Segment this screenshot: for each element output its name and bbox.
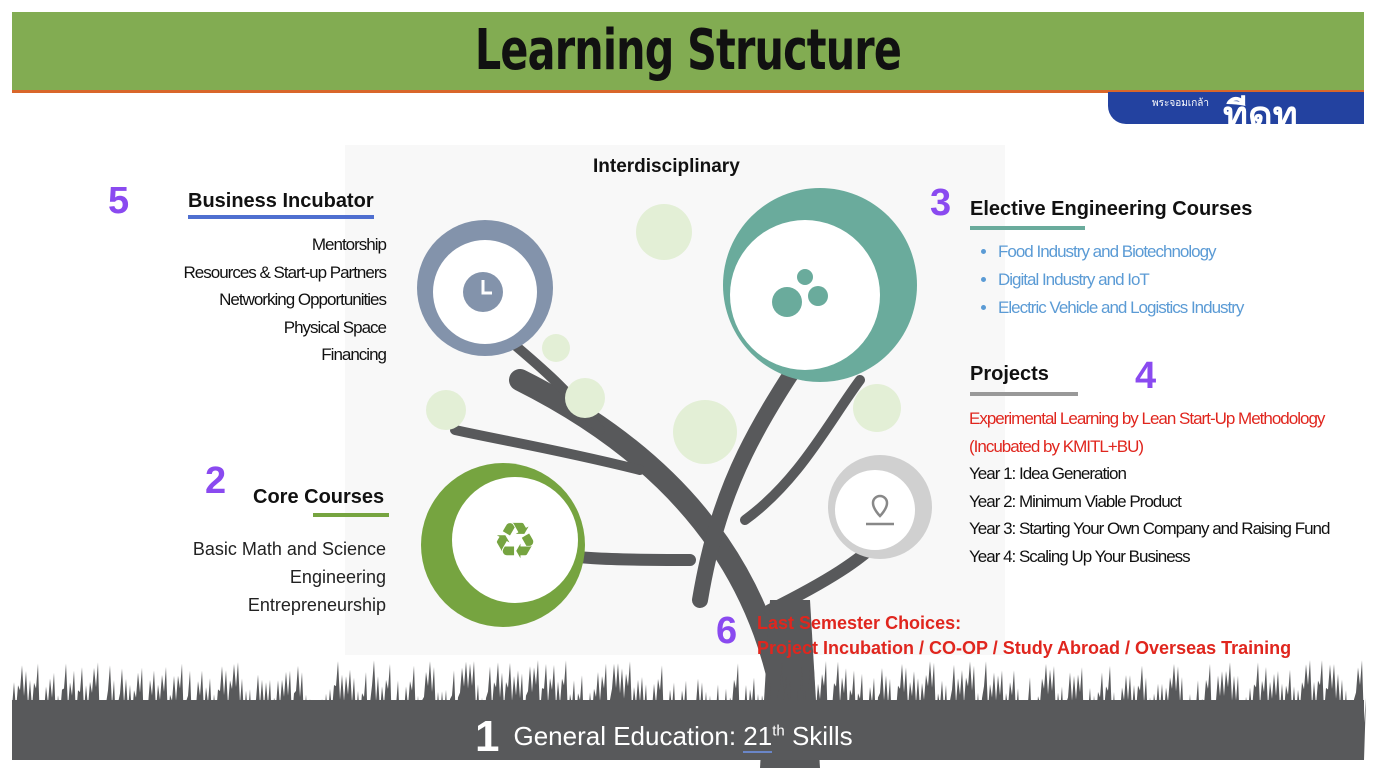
decor-bubbles <box>426 204 901 464</box>
recycle-icon: ♻ <box>493 513 538 569</box>
map-pin-icon <box>866 494 894 526</box>
general-suffix: Skills <box>784 721 853 751</box>
number-5: 5 <box>108 180 130 222</box>
general-education: 1 General Education: 21th Skills <box>475 712 853 762</box>
number-4: 4 <box>1135 355 1157 397</box>
list-item: Food Industry and Biotechnology <box>998 238 1243 266</box>
last-semester: Last Semester Choices: Project Incubation… <box>757 611 1291 661</box>
list-item: Basic Math and Science <box>192 539 386 559</box>
general-text: General Education: <box>513 721 744 751</box>
circle-business <box>417 220 553 356</box>
list-item: Entrepreneurship <box>247 595 386 615</box>
list-item: Year 4: Scaling Up Your Business <box>969 546 1191 566</box>
logo-brand: ทีดท <box>1223 95 1298 124</box>
elective-underline <box>970 226 1085 230</box>
elective-items: Food Industry and BiotechnologyDigital I… <box>976 238 1244 322</box>
project-method: Experimental Learning by Lean Start-Up M… <box>969 409 1325 428</box>
number-1: 1 <box>475 712 500 761</box>
title-banner: Learning Structure <box>12 12 1364 93</box>
list-item: Digital Industry and IoT <box>998 266 1243 294</box>
gears-icon <box>772 269 828 317</box>
ground <box>12 700 1364 760</box>
projects-heading: Projects <box>970 363 1049 385</box>
projects-underline <box>970 392 1078 396</box>
ordinal-suffix: th <box>772 722 785 740</box>
list-item: Financing <box>321 345 387 364</box>
number-3: 3 <box>930 182 952 224</box>
list-item: Networking Opportunities <box>219 290 387 309</box>
ordinal: 21 <box>743 721 773 753</box>
core-underline <box>313 513 389 517</box>
list-item: Physical Space <box>283 317 387 337</box>
list-item: Year 3: Starting Your Own Company and Ra… <box>969 519 1330 538</box>
circle-elective <box>723 188 917 382</box>
list-item: Electric Vehicle and Logistics Industry <box>998 294 1244 322</box>
last-semester-choices: Project Incubation / CO-OP / Study Abroa… <box>757 638 1292 658</box>
interdisciplinary-label: Interdisciplinary <box>593 156 740 177</box>
number-6: 6 <box>716 610 738 652</box>
project-incubated: (Incubated by KMITL+BU) <box>969 436 1144 456</box>
list-item: Year 2: Minimum Viable Product <box>969 491 1182 511</box>
projects-details: Experimental Learning by Lean Start-Up M… <box>969 405 1330 570</box>
grass <box>12 660 1366 760</box>
core-courses-heading: Core Courses <box>253 486 385 508</box>
number-2: 2 <box>205 460 227 502</box>
elective-heading: Elective Engineering Courses <box>970 198 1253 220</box>
circle-projects <box>828 455 932 559</box>
list-item: Year 1: Idea Generation <box>969 464 1127 483</box>
page-title: Learning Structure <box>474 18 902 83</box>
list-item: Mentorship <box>311 235 387 254</box>
business-incubator-heading: Business Incubator <box>188 190 374 219</box>
last-semester-title: Last Semester Choices: <box>757 613 962 633</box>
list-item: Resources & Start-up Partners <box>183 262 387 282</box>
kmitl-logo: พระจอมเกล้า ทีดท <box>1108 92 1364 124</box>
circle-core: ♻ <box>421 463 585 627</box>
logo-thai-text: พระจอมเกล้า <box>1152 98 1210 109</box>
list-item: Engineering <box>289 567 386 587</box>
